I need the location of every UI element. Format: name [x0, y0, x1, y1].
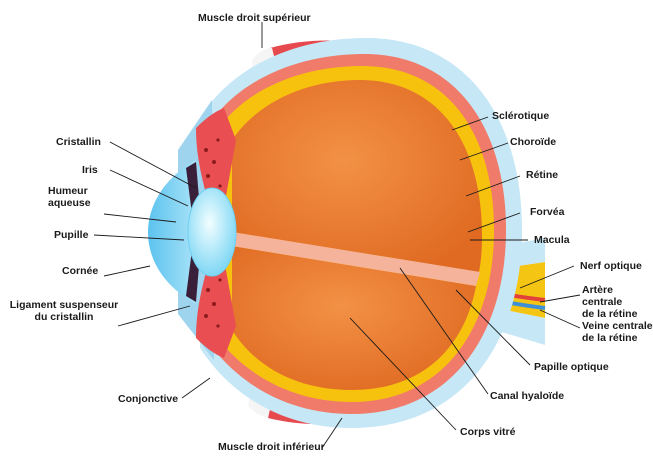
label-choroide: Choroïde	[510, 136, 556, 148]
label-ligament-suspenseur: Ligament suspenseur du cristallin	[8, 299, 120, 323]
label-papille-optique: Papille optique	[534, 361, 609, 373]
label-muscle-droit-superieur: Muscle droit supérieur	[198, 12, 311, 24]
label-nerf-optique: Nerf optique	[580, 260, 642, 272]
label-retine: Rétine	[526, 169, 558, 181]
label-muscle-droit-inferieur: Muscle droit inférieur	[218, 441, 325, 453]
label-conjonctive: Conjonctive	[118, 393, 178, 405]
label-canal-hyaloide: Canal hyaloïde	[490, 390, 564, 402]
label-pupille: Pupille	[54, 229, 88, 241]
label-cornee: Cornée	[62, 265, 98, 277]
label-artere-centrale: Artère centrale de la rétine	[582, 284, 653, 320]
label-iris: Iris	[82, 164, 98, 176]
label-fovea: Forvéa	[530, 206, 564, 218]
label-sclerotique: Sclérotique	[492, 110, 549, 122]
crystalline-lens	[188, 188, 236, 276]
label-cristallin: Cristallin	[56, 136, 101, 148]
label-veine-centrale: Veine centrale de la rétine	[582, 320, 653, 344]
label-corps-vitre: Corps vitré	[460, 426, 515, 438]
label-humeur-aqueuse: Humeur aqueuse	[48, 185, 91, 209]
label-macula: Macula	[534, 234, 570, 246]
